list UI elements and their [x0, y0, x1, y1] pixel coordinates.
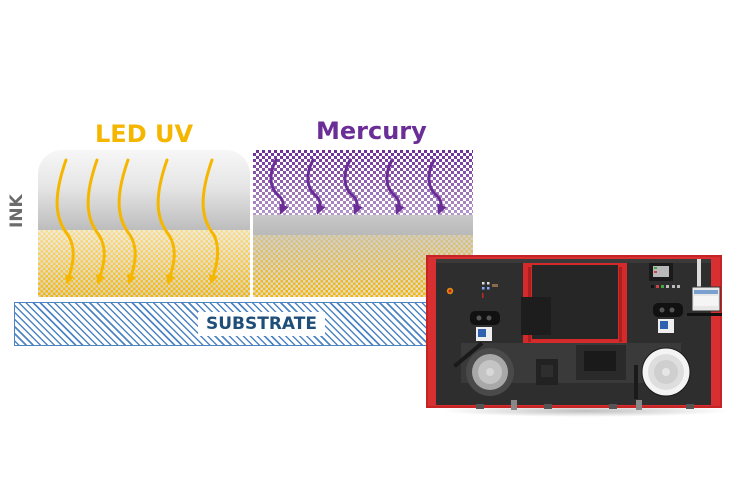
- arrow-down-icon: [427, 158, 447, 215]
- uncured-ink-region: [38, 150, 250, 230]
- label-press-printer-image: [426, 255, 722, 410]
- substrate-label: SUBSTRATE: [198, 312, 325, 336]
- led-uv-title: LED UV: [95, 120, 194, 148]
- mercury-ink-layer: [253, 150, 473, 297]
- arrow-down-icon: [201, 158, 220, 285]
- mercury-title: Mercury: [316, 117, 427, 145]
- arrow-down-icon: [269, 158, 289, 215]
- arrow-down-icon: [156, 158, 176, 285]
- led-uv-ink-layer: [38, 150, 250, 297]
- mercury-arrow-group: [269, 158, 447, 215]
- arrow-down-icon: [385, 158, 405, 215]
- arrow-down-icon: [117, 158, 137, 285]
- mercury-cured-top-region: [253, 150, 473, 215]
- arrow-down-icon: [55, 158, 75, 285]
- led-arrow-group: [55, 158, 220, 285]
- mercury-uncured-middle-region: [253, 215, 473, 235]
- arrow-down-icon: [306, 158, 326, 215]
- arrow-down-icon: [343, 158, 363, 215]
- arrow-down-icon: [86, 158, 106, 285]
